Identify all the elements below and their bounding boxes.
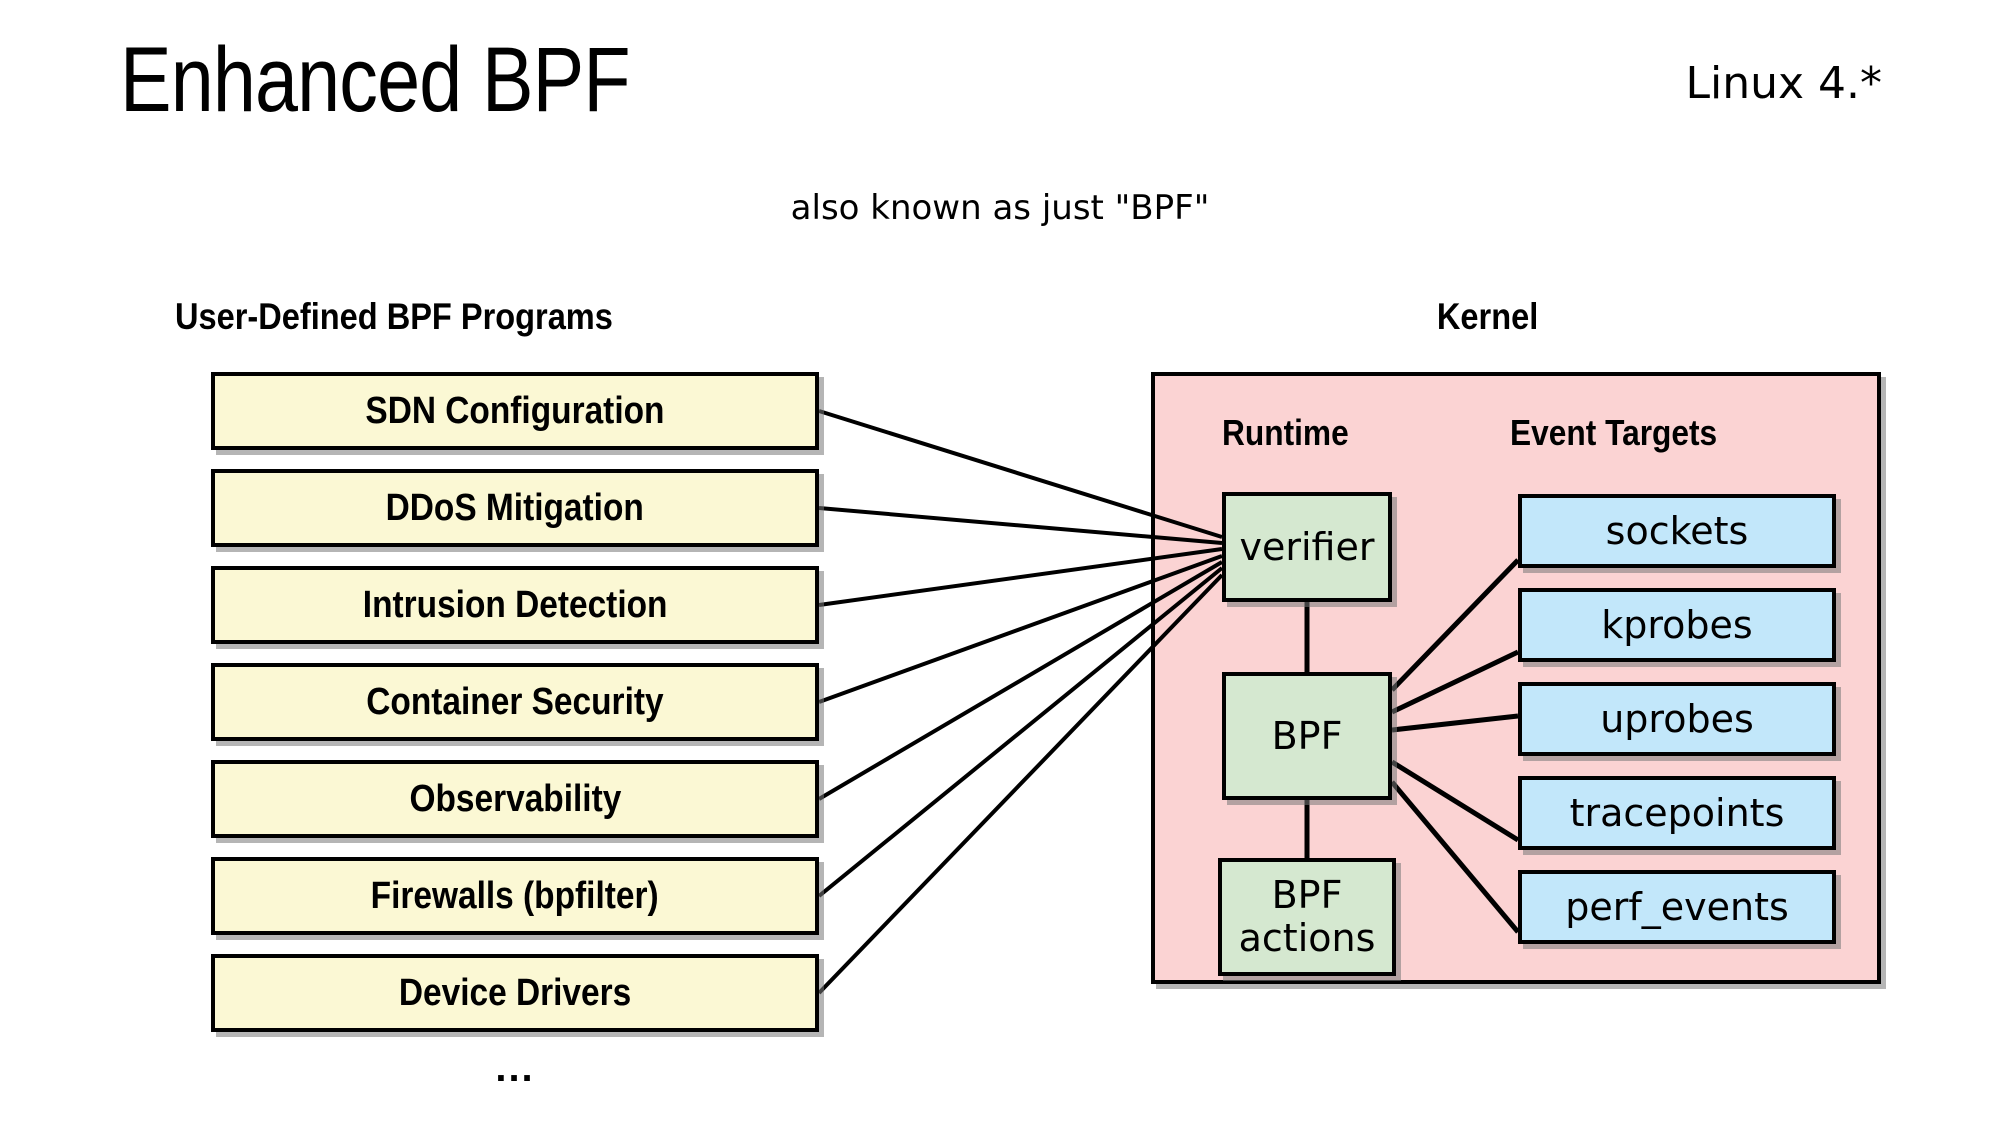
program-box-observability[interactable]: Observability (211, 760, 819, 838)
event-target-box-kprobes[interactable]: kprobes (1518, 588, 1836, 662)
runtime-box-label-line2: actions (1238, 916, 1376, 960)
event-target-label: perf_events (1565, 885, 1789, 929)
runtime-box-label: BPF (1271, 713, 1343, 758)
event-target-box-sockets[interactable]: sockets (1518, 494, 1836, 568)
heading-kernel: Kernel (1436, 296, 1539, 337)
program-box-label: Firewalls (bpfilter) (370, 874, 660, 917)
program-box-label: DDoS Mitigation (385, 486, 645, 529)
subtitle: also known as just "BPF" (790, 188, 1210, 228)
heading-runtime: Runtime (1222, 412, 1349, 453)
event-target-label: sockets (1605, 509, 1749, 553)
program-box-intrusion-detection[interactable]: Intrusion Detection (211, 566, 819, 644)
event-target-label: kprobes (1601, 603, 1753, 647)
event-target-box-uprobes[interactable]: uprobes (1518, 682, 1836, 756)
program-box-sdn-configuration[interactable]: SDN Configuration (211, 372, 819, 450)
heading-user-defined-bpf-programs: User-Defined BPF Programs (175, 296, 613, 337)
runtime-box-verifier[interactable]: verifier (1222, 492, 1392, 602)
program-box-label: Device Drivers (398, 971, 632, 1014)
event-target-label: uprobes (1600, 697, 1754, 741)
runtime-box-label-line1: BPF (1271, 873, 1343, 918)
program-box-firewalls-bpfilter[interactable]: Firewalls (bpfilter) (211, 857, 819, 935)
program-box-label: SDN Configuration (365, 389, 665, 432)
program-list-ellipsis: ... (495, 1046, 535, 1090)
runtime-box-bpf-actions[interactable]: BPF actions (1218, 858, 1396, 976)
event-target-box-perf-events[interactable]: perf_events (1518, 870, 1836, 944)
page-title: Enhanced BPF (120, 29, 631, 131)
program-box-label: Intrusion Detection (362, 583, 668, 626)
kernel-version-label: Linux 4.* (1685, 58, 1882, 109)
program-box-ddos-mitigation[interactable]: DDoS Mitigation (211, 469, 819, 547)
program-box-container-security[interactable]: Container Security (211, 663, 819, 741)
runtime-box-label: verifier (1239, 524, 1375, 569)
event-target-box-tracepoints[interactable]: tracepoints (1518, 776, 1836, 850)
program-box-label: Container Security (366, 680, 664, 723)
runtime-box-bpf[interactable]: BPF (1222, 672, 1392, 800)
program-box-device-drivers[interactable]: Device Drivers (211, 954, 819, 1032)
event-target-label: tracepoints (1569, 791, 1785, 835)
program-box-label: Observability (409, 777, 621, 820)
heading-event-targets: Event Targets (1510, 412, 1718, 453)
